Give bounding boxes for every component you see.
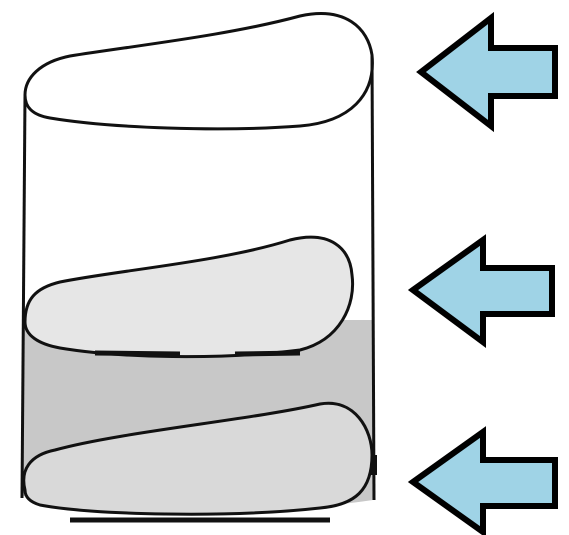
arrow-left-icon <box>407 426 558 535</box>
cylinder-right-wall <box>370 54 376 501</box>
arrow-left-icon <box>407 234 555 348</box>
middle-layer <box>23 235 355 359</box>
bottom-layer <box>22 401 374 516</box>
arrow-left-icon <box>416 11 558 133</box>
cylinder-left-wall <box>20 94 27 499</box>
top-layer <box>23 12 374 131</box>
middle-layer-base-line <box>94 350 301 357</box>
